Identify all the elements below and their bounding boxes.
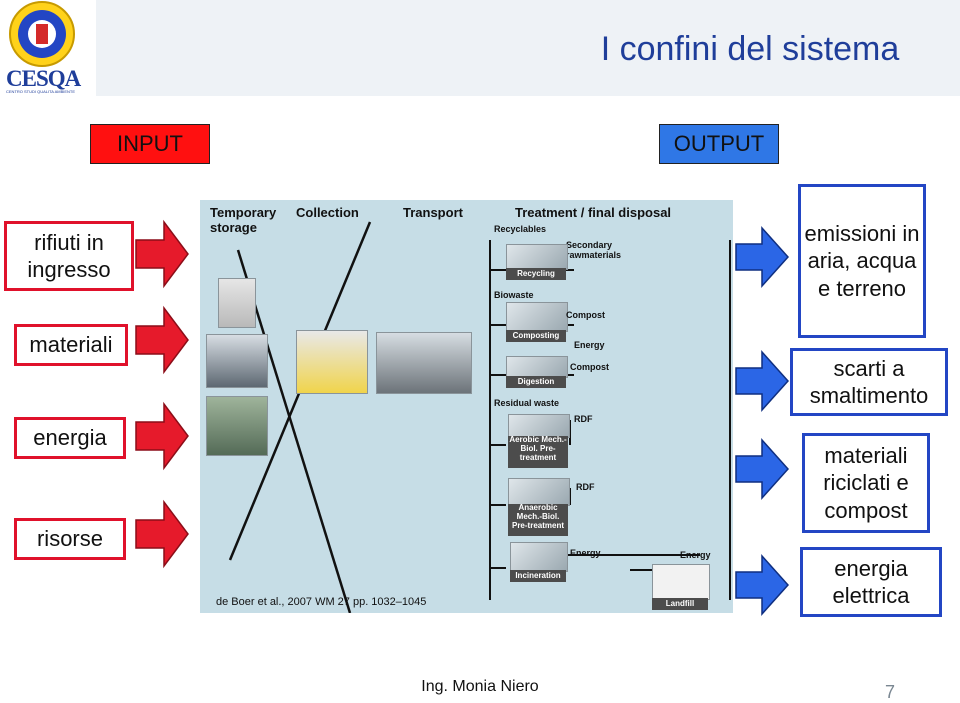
- input-box-materiali: materiali: [14, 324, 128, 366]
- bin-storage-photo: [218, 278, 256, 328]
- header-band: [96, 0, 960, 96]
- container-photo: [206, 334, 268, 388]
- col-collection: Collection: [296, 205, 359, 220]
- input-box-energia: energia: [14, 417, 126, 459]
- recycling-photo: [506, 244, 568, 270]
- label-aerobic: Aerobic Mech.-Biol. Pre-treatment: [508, 435, 568, 468]
- cesqa-logo: [2, 0, 92, 96]
- label-compost-2: Compost: [570, 362, 609, 372]
- output-header: OUTPUT: [659, 124, 779, 164]
- input-arrow-icon: [135, 401, 189, 471]
- label-energy-3: Energy: [680, 550, 711, 560]
- waste-system-diagram: Temporary storage Collection Transport T…: [200, 200, 733, 613]
- label-rdf-1: RDF: [574, 414, 593, 424]
- label-energy-2: Energy: [570, 548, 601, 558]
- composting-photo: [506, 302, 568, 332]
- label-digestion: Digestion: [506, 376, 566, 388]
- label-composting: Composting: [506, 330, 566, 342]
- col-transport: Transport: [403, 205, 463, 220]
- label-compost-1: Compost: [566, 310, 605, 320]
- page-title: I confini del sistema: [600, 30, 900, 68]
- input-arrow-icon: [135, 219, 189, 289]
- footer-author: Ing. Monia Niero: [421, 678, 539, 695]
- label-biowaste: Biowaste: [494, 290, 534, 300]
- landfill-photo: [652, 564, 710, 600]
- label-residual-waste: Residual waste: [494, 398, 560, 408]
- label-recycling: Recycling: [506, 268, 566, 280]
- output-box-scarti: scarti a smaltimento: [790, 348, 948, 416]
- label-landfill: Landfill: [652, 598, 708, 610]
- citation: de Boer et al., 2007 WM 27 pp. 1032–1045: [216, 596, 427, 608]
- col-treatment: Treatment / final disposal: [515, 205, 672, 220]
- col-temporary-storage: Temporary storage: [210, 205, 277, 235]
- incineration-photo: [510, 542, 568, 572]
- input-header: INPUT: [90, 124, 210, 164]
- input-arrow-icon: [135, 305, 189, 375]
- boundary-cross-lines: [228, 221, 731, 613]
- transport-truck-photo: [376, 332, 472, 394]
- logo-text: CESQA: [6, 66, 81, 91]
- output-arrow-icon: [735, 554, 790, 616]
- anaerobic-photo: [508, 478, 570, 506]
- output-arrow-icon: [735, 438, 790, 500]
- university-seal-icon: [9, 1, 75, 67]
- digestion-photo: [506, 356, 568, 378]
- label-recyclables: Recyclables: [494, 224, 547, 234]
- label-energy-1: Energy: [574, 340, 605, 350]
- output-box-energia-elettrica: energia elettrica: [800, 547, 942, 617]
- logo-subtitle: CENTRO STUDI QUALITA AMBIENTE: [6, 89, 76, 94]
- label-rdf-2: RDF: [576, 482, 595, 492]
- wheelie-bin-photo: [206, 396, 268, 456]
- collection-truck-photo: [296, 330, 368, 394]
- input-box-rifiuti: rifiuti in ingresso: [4, 221, 134, 291]
- output-box-materiali-riciclati: materiali riciclati e compost: [802, 433, 930, 533]
- label-anaerobic: Anaerobic Mech.-Biol. Pre-treatment: [508, 503, 568, 536]
- output-arrow-icon: [735, 226, 790, 288]
- output-arrow-icon: [735, 350, 790, 412]
- input-box-risorse: risorse: [14, 518, 126, 560]
- input-arrow-icon: [135, 499, 189, 569]
- label-secondary-rawmaterials: Secondary rawmaterials: [566, 240, 622, 261]
- label-incineration: Incineration: [510, 570, 566, 582]
- output-box-emissioni: emissioni in aria, acqua e terreno: [798, 184, 926, 338]
- page-number: 7: [884, 682, 895, 702]
